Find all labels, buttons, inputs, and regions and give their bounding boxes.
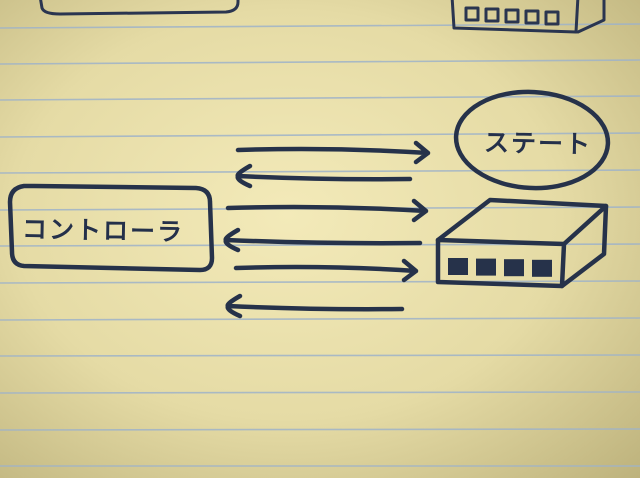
switch-port [448, 258, 468, 275]
switch-ports [448, 258, 552, 277]
controller-box [7, 183, 215, 273]
arrow-to-switch [235, 140, 431, 165]
arrow-to-switch [225, 198, 429, 223]
controller-label: コントローラ [21, 214, 185, 247]
switch-port [504, 259, 524, 277]
arrow-to-switch [233, 258, 419, 283]
state-ellipse [453, 89, 611, 191]
partial-switch-top-right [450, 0, 606, 34]
switch-port [476, 258, 496, 276]
message-arrows [223, 140, 431, 319]
switch-device [435, 197, 609, 289]
arrow-to-controller [225, 293, 405, 319]
arrow-to-controller [235, 163, 413, 189]
switch-port [532, 259, 552, 277]
state-label: ステート [483, 128, 593, 159]
arrow-to-controller [223, 227, 423, 253]
partial-box-top-left [39, 0, 240, 16]
